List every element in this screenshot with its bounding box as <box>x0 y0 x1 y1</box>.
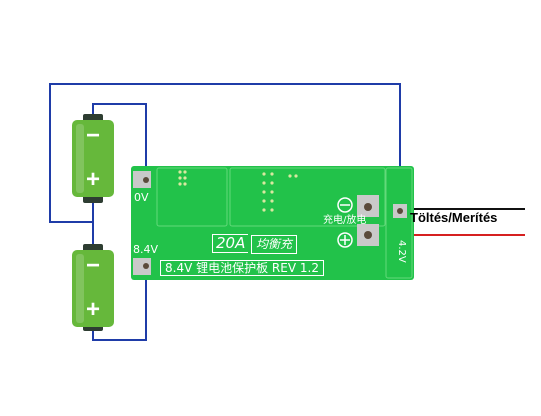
pcb-via <box>178 182 182 186</box>
battery-bottom-body <box>72 250 114 327</box>
plus-symbol-icon <box>337 232 353 248</box>
solder-point-4v2 <box>397 208 403 214</box>
solder-point-8v4 <box>143 263 149 269</box>
pcb-via <box>270 190 274 194</box>
pcb-vias <box>178 170 298 212</box>
pcb-via <box>262 199 266 203</box>
rating-label: 20A <box>212 234 249 253</box>
pcb-via <box>183 182 187 186</box>
pcb-via <box>270 172 274 176</box>
solder-point-discharge <box>364 203 372 211</box>
minus-symbol-icon <box>337 197 353 213</box>
pcb-via <box>270 208 274 212</box>
pcb-via <box>178 176 182 180</box>
pcb-via <box>262 190 266 194</box>
battery-bottom-plus: + <box>85 296 100 323</box>
wire-0v-to-battery-junction <box>92 103 147 176</box>
battery-top <box>72 114 114 203</box>
pcb-via <box>262 208 266 212</box>
battery-top-body <box>72 120 114 197</box>
pad-0v-label: 0V <box>134 191 149 204</box>
battery-bottom <box>72 244 114 331</box>
solder-point-charge <box>364 231 372 239</box>
blue-wires <box>49 83 401 341</box>
pad-4v2-label: 4.2V <box>396 240 407 263</box>
battery-top-minus: − <box>85 122 100 149</box>
charge-discharge-label: 充电/放电 <box>323 215 367 226</box>
pcb-via <box>262 172 266 176</box>
balance-label: 均衡充 <box>251 235 298 254</box>
pcb-via <box>183 176 187 180</box>
pcb-via <box>262 181 266 185</box>
pcb-copper-area-right <box>385 167 413 279</box>
battery-top-shine <box>76 124 84 193</box>
board-title: 8.4V 锂电池保护板 REV 1.2 <box>160 260 324 276</box>
pad-8v4 <box>133 258 151 275</box>
pad-8v4-label: 8.4V <box>133 243 159 256</box>
pcb-copper-area-left <box>156 167 228 227</box>
output-label: Töltés/Merítés <box>410 210 498 225</box>
battery-bottom-shine <box>76 254 84 323</box>
pcb-via <box>183 170 187 174</box>
pcb-via <box>294 174 298 178</box>
pcb-via <box>178 170 182 174</box>
battery-bottom-minus: − <box>85 252 100 279</box>
pcb-via <box>270 199 274 203</box>
wire-8v4-to-battery-bottom <box>92 265 147 341</box>
battery-top-plus: + <box>85 166 100 193</box>
solder-point-0v <box>143 177 149 183</box>
protection-board <box>131 166 414 280</box>
pad-0v <box>133 171 151 188</box>
pcb-via <box>270 181 274 185</box>
pcb-via <box>288 174 292 178</box>
